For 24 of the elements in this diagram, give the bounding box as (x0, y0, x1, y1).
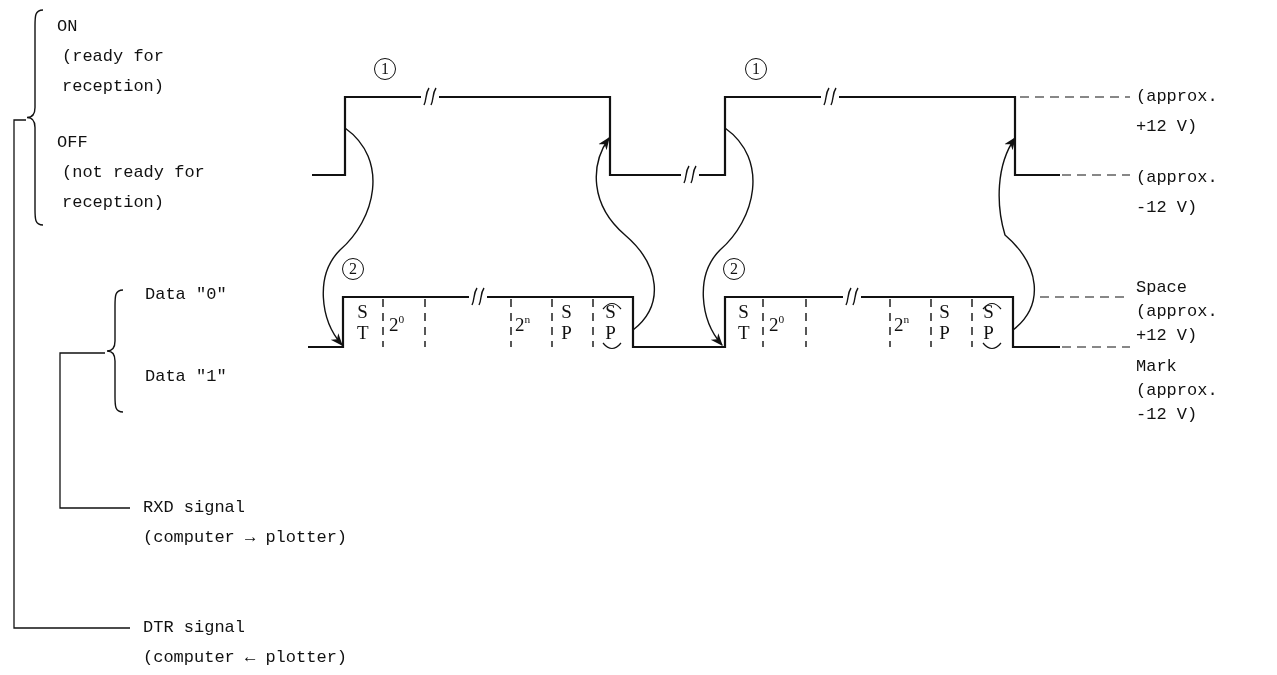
state-label: (not ready for reception) (62, 162, 206, 214)
stop-bit-label: SP (605, 302, 616, 344)
state-label: OFF (57, 132, 88, 154)
state-label: ON (57, 16, 78, 38)
bit-label: 2$^{0}$ (769, 312, 785, 337)
signal-direction: (computer → plotter) (143, 527, 348, 549)
data-level-label: Data "1" (145, 366, 227, 388)
voltage-label: (approx. +12 V) (1136, 86, 1219, 138)
bit-label: 2$^{n}$ (515, 312, 531, 337)
stop-bit-label: SP (939, 302, 950, 344)
signal-direction: (computer ← plotter) (143, 647, 348, 669)
voltage-label: (approx. -12 V) (1136, 167, 1219, 219)
voltage-label: Mark (approx. -12 V) (1136, 356, 1219, 426)
data-level-label: Data "0" (145, 284, 227, 306)
stop-bit-label: SP (983, 302, 994, 344)
bit-label: 2$^{n}$ (894, 312, 910, 337)
start-bit-label: ST (738, 302, 749, 344)
state-label: (ready for reception) (62, 46, 166, 98)
bit-label: 2$^{0}$ (389, 312, 405, 337)
voltage-label: Space (approx. +12 V) (1136, 277, 1219, 347)
start-bit-label: ST (357, 302, 368, 344)
stop-bit-label: SP (561, 302, 572, 344)
signal-name: DTR signal (143, 617, 246, 639)
signal-name: RXD signal (143, 497, 246, 519)
